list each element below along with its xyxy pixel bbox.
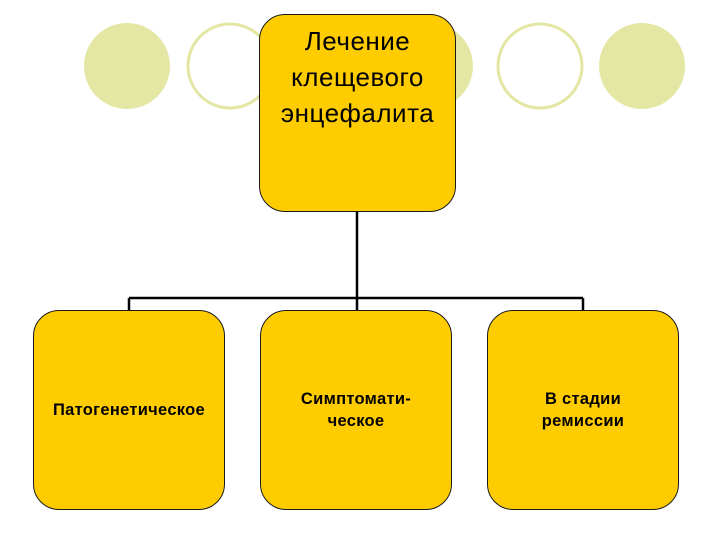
decor-circle-outline (496, 22, 584, 110)
root-node-label: Лечение клещевого энцефалита (280, 26, 435, 128)
decor-circle-filled (599, 23, 685, 109)
child-node-symptomatic: Симптомати- ческое (260, 310, 452, 510)
root-node: Лечение клещевого энцефалита (259, 14, 456, 212)
child-node-label: Симптомати- ческое (300, 390, 412, 430)
child-node-remission: В стадии ремиссии (487, 310, 679, 510)
child-node-label: Патогенетическое (53, 401, 205, 419)
decor-circle-filled (84, 23, 170, 109)
connector-lines (127, 212, 585, 310)
child-node-pathogenetic: Патогенетическое (33, 310, 225, 510)
child-node-label: В стадии ремиссии (541, 390, 625, 430)
